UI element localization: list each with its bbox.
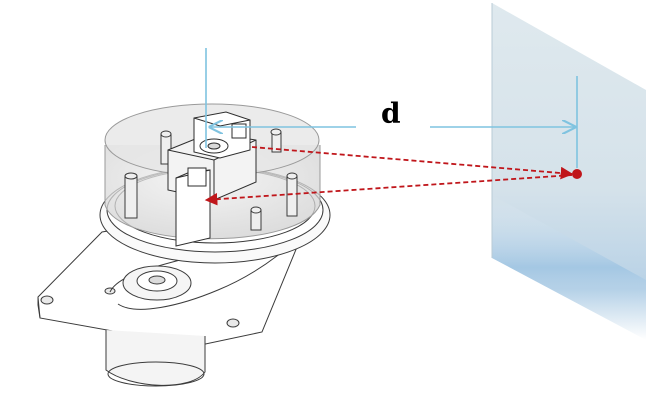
reflected-ray <box>204 174 573 206</box>
target-point <box>572 169 582 179</box>
laser-sensor <box>167 111 257 247</box>
distance-label: d <box>381 97 401 130</box>
motor-housing <box>105 330 206 387</box>
support-posts <box>124 128 298 231</box>
distance-guides <box>205 48 578 168</box>
laser-rays <box>204 146 574 206</box>
emitted-ray <box>251 146 574 180</box>
drive-belt <box>109 209 315 310</box>
target-wall <box>491 3 646 340</box>
